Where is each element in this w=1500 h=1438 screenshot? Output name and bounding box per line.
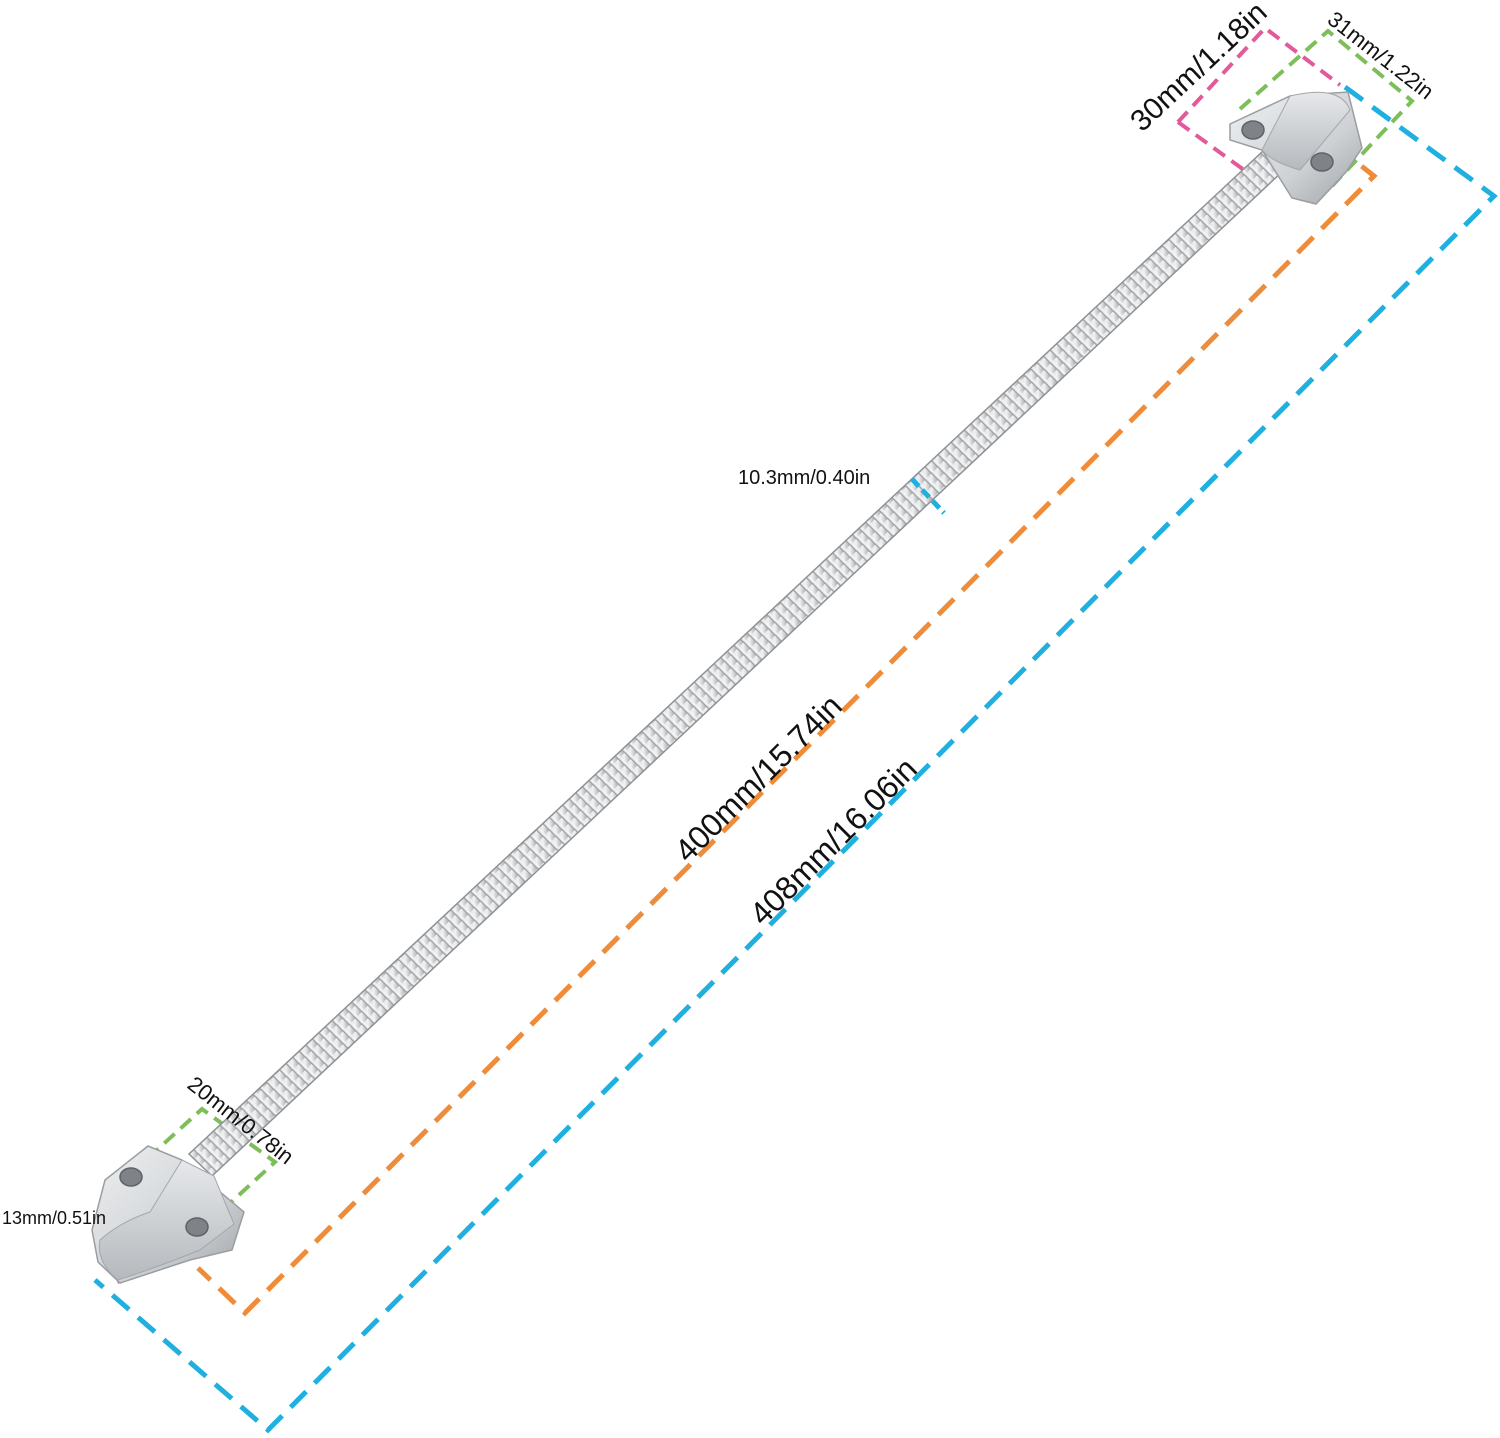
armored-cable [187,149,1286,1178]
top-mount-length-dimension-box [1176,25,1342,180]
top-mount-bracket [1229,91,1363,205]
bottom-mount-bracket [91,1145,245,1284]
cable-diameter-label: 10.3mm/0.40in [738,467,870,489]
mounting-hole [1310,152,1334,172]
mounting-hole [1241,120,1265,140]
bottom-mount-height-label: 13mm/0.51in [2,1208,106,1228]
mounting-hole [185,1217,209,1237]
total-length-dimension-line [93,84,1498,1434]
cable-length-dimension-line [196,143,1378,1317]
armored-door-loop-icon [91,91,1363,1284]
cable-diameter-dimension-tick [910,477,946,515]
top-mount-width-label: 31mm/1.22in [1323,6,1439,104]
mounting-hole [119,1167,143,1187]
